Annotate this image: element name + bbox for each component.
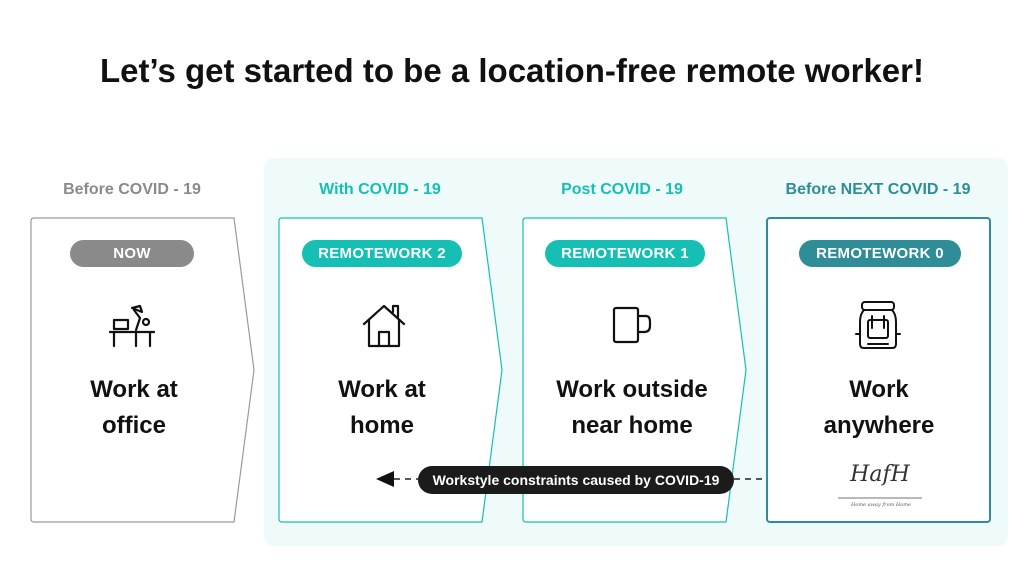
card-text-anywhere: Work anywhere xyxy=(823,376,935,439)
phase-label-post: Post COVID - 19 xyxy=(561,181,683,198)
card-text-home: Work at home xyxy=(338,376,426,439)
badge-remotework-1: REMOTEWORK 1 xyxy=(545,240,705,267)
phase-label-before: Before COVID - 19 xyxy=(63,181,201,198)
card-near-home xyxy=(522,217,747,523)
house-icon xyxy=(362,304,406,348)
card-text-office: Work at office xyxy=(90,376,178,439)
card-home xyxy=(278,217,503,523)
mug-icon xyxy=(612,306,652,344)
arrow-head-icon xyxy=(376,471,394,487)
backpack-icon xyxy=(855,301,901,349)
card-office xyxy=(30,217,255,523)
card-anywhere xyxy=(766,217,991,523)
badge-remotework-2: REMOTEWORK 2 xyxy=(302,240,462,267)
office-desk-icon xyxy=(108,304,156,348)
hafh-logo-tagline: Home away from Home xyxy=(851,502,911,508)
card-text-near-home: Work outside near home xyxy=(556,376,708,439)
badge-remotework-0: REMOTEWORK 0 xyxy=(799,240,961,267)
page-title: Let’s get started to be a location-free … xyxy=(100,52,924,89)
phase-label-with: With COVID - 19 xyxy=(319,181,441,198)
badge-now: NOW xyxy=(70,240,194,267)
phase-label-next: Before NEXT COVID - 19 xyxy=(785,181,971,198)
hafh-logo: HafH xyxy=(850,462,910,487)
constraint-label: Workstyle constraints caused by COVID-19 xyxy=(418,466,734,494)
